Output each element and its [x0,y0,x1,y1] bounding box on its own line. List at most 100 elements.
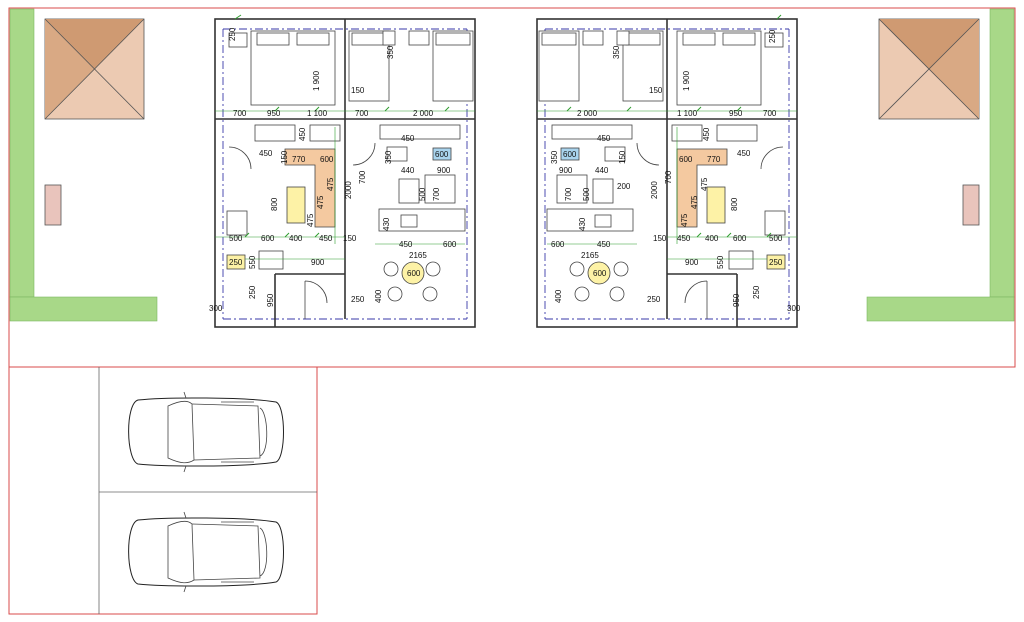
dim-label: 475 [690,195,699,209]
dim-label: 600 [435,150,449,159]
dim-label: 700 [432,187,441,201]
dim-label: 700 [564,187,573,201]
dim-label: 350 [612,45,621,59]
hedge-left [9,8,158,322]
dim-label: 700 [355,109,369,118]
dim-label: 700 [664,170,673,184]
dining-table [383,261,441,302]
dim-label: 250 [752,285,761,299]
dim-label: 600 [261,234,275,243]
dim-label: 1 900 [312,70,321,91]
dim-label: 600 [320,155,334,164]
dim-label: 250 [351,295,365,304]
single-bed-2 [622,30,664,102]
dim-label: 150 [618,150,627,164]
dim-label: 900 [311,258,325,267]
dim-label: 1 100 [677,109,698,118]
dim-label: 350 [550,150,559,164]
dim-label: 450 [737,149,751,158]
double-bed [676,30,784,106]
dim-label: 950 [729,109,743,118]
marker-right [962,184,980,226]
dim-label: 1 100 [307,109,328,118]
dim-label: 950 [267,109,281,118]
dim-label: 440 [401,166,415,175]
dim-label: 500 [418,187,427,201]
hedge-right [866,8,1015,322]
dim-label: 770 [707,155,721,164]
dim-label: 450 [702,127,711,141]
house-left-plan: 250 1 900 350 150 700 950 1 100 700 2 00… [209,14,476,328]
dim-label: 400 [554,289,563,303]
dim-label: 475 [306,213,315,227]
pergola-right [878,18,980,120]
dim-label: 250 [769,258,783,267]
dim-label: 2165 [409,251,427,260]
dim-label: 2000 [650,181,659,199]
dim-label: 430 [578,217,587,231]
dim-label: 600 [443,240,457,249]
dim-label: 950 [732,293,741,307]
dim-label: 150 [343,234,357,243]
marker-left [44,184,62,226]
dim-label: 700 [358,170,367,184]
dim-label: 600 [679,155,693,164]
site-boundary [8,7,1016,615]
dim-label: 475 [326,177,335,191]
dim-label: 700 [233,109,247,118]
car-top [128,391,284,473]
dim-label: 250 [229,258,243,267]
dim-label: 2 000 [413,109,434,118]
dim-label: 250 [228,27,237,41]
dim-label: 2 000 [577,109,598,118]
dim-label: 600 [551,240,565,249]
dim-label: 150 [280,150,289,164]
dim-label: 300 [209,304,223,313]
dim-label: 800 [730,197,739,211]
dim-label: 550 [248,255,257,269]
car-bottom [128,511,284,593]
coffee-table [706,186,726,224]
dim-label: 2165 [581,251,599,260]
dim-label: 350 [384,150,393,164]
dim-label: 475 [680,213,689,227]
dim-label: 200 [617,182,631,191]
dim-label: 450 [298,127,307,141]
dim-label: 900 [559,166,573,175]
dim-label: 150 [649,86,663,95]
dim-label: 450 [677,234,691,243]
single-bed-1 [538,30,580,102]
dim-label: 600 [593,269,607,278]
dim-label: 800 [270,197,279,211]
dim-label: 450 [401,134,415,143]
dim-label: 440 [595,166,609,175]
dim-label: 500 [769,234,783,243]
dim-label: 450 [399,240,413,249]
single-bed-2 [432,30,474,102]
pergola-left [44,18,145,120]
dim-label: 350 [386,45,395,59]
dim-label: 600 [733,234,747,243]
dim-label: 250 [768,29,777,43]
dim-label: 600 [563,150,577,159]
dim-label: 2000 [344,181,353,199]
dim-label: 430 [382,217,391,231]
coffee-table [286,186,306,224]
dim-label: 600 [407,269,421,278]
double-bed [228,30,336,106]
dim-label: 450 [597,134,611,143]
dim-label: 700 [763,109,777,118]
dim-label: 450 [597,240,611,249]
dim-label: 475 [316,195,325,209]
dim-label: 900 [437,166,451,175]
dim-label: 150 [351,86,365,95]
dim-label: 500 [229,234,243,243]
dim-label: 550 [716,255,725,269]
dim-label: 400 [374,289,383,303]
dim-label: 300 [787,304,801,313]
dim-label: 400 [289,234,303,243]
dim-label: 250 [248,285,257,299]
dim-label: 770 [292,155,306,164]
dim-label: 400 [705,234,719,243]
dining-table [569,261,629,302]
